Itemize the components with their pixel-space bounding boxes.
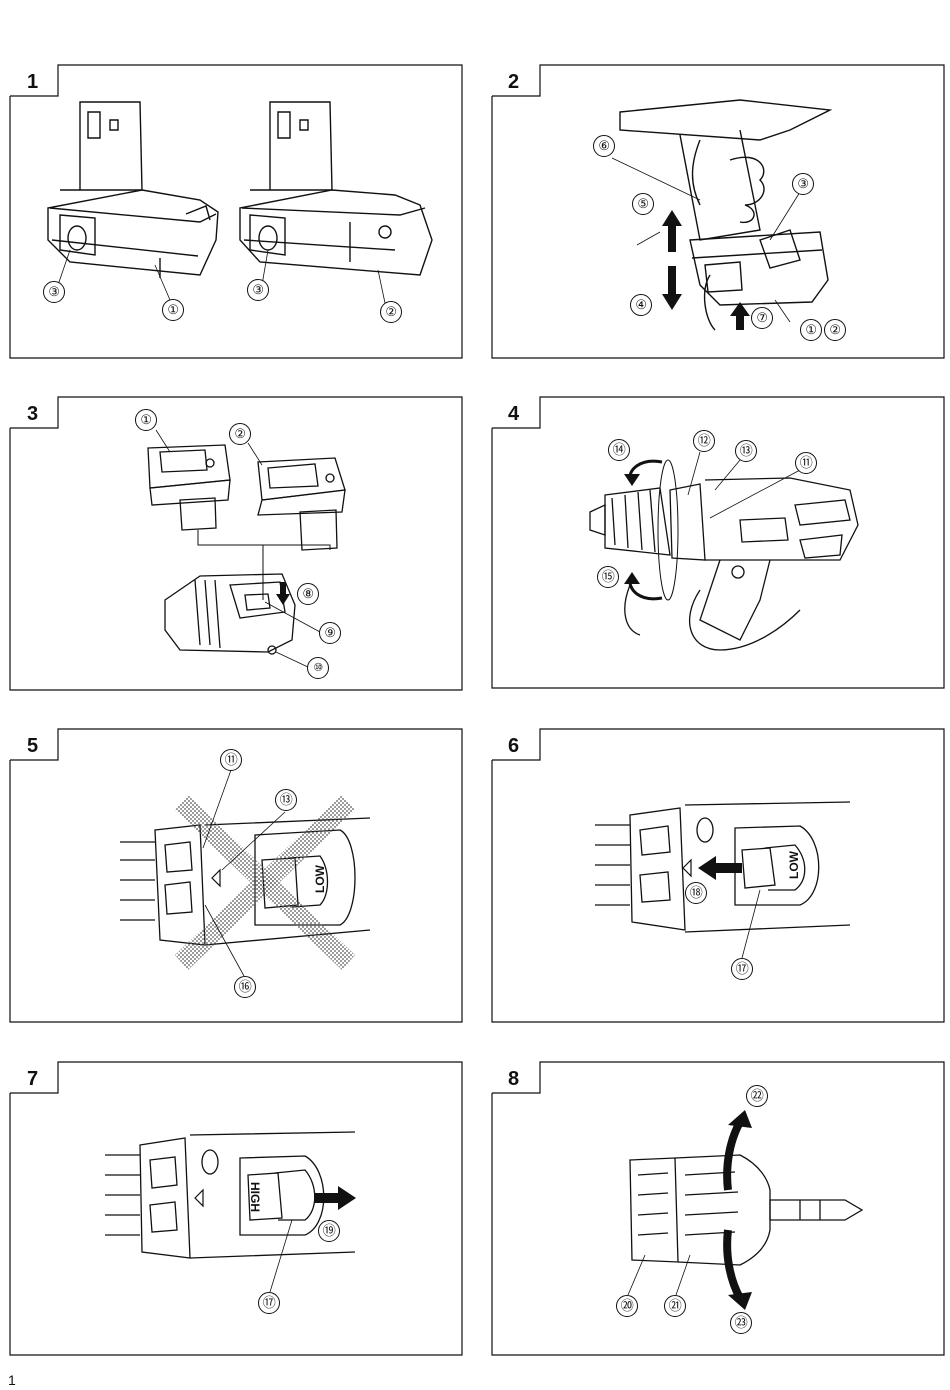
callout-label: ⑳: [616, 1295, 638, 1317]
callout-label: ⑯: [234, 976, 256, 998]
arrow-left-icon: [698, 856, 742, 880]
figure-number: 4: [508, 403, 520, 425]
battery-illustration: [257, 457, 346, 551]
drill-illustration: [595, 801, 851, 933]
callout-label: ⑩: [307, 657, 329, 679]
chuck-illustration: [629, 1154, 864, 1266]
arrow-down-icon: [662, 266, 682, 310]
callout-label: ⑪: [795, 452, 817, 474]
arrow-push-icon: [730, 302, 750, 330]
callout-label: ⑰: [258, 1292, 280, 1314]
figure-4-frame: [491, 396, 945, 689]
drill-illustration: [589, 477, 859, 651]
figure-number: 1: [27, 71, 39, 93]
prohibited-x-icon: [175, 795, 355, 970]
callout-label: ④: [630, 294, 652, 316]
arrow-down-icon: [276, 582, 290, 605]
callout-label: ⑰: [731, 958, 753, 980]
callout-label: ⑦: [751, 307, 773, 329]
charger-illustration: [164, 573, 296, 655]
battery-illustration: [147, 444, 231, 531]
callout-label: ⑤: [632, 193, 654, 215]
figure-number: 2: [508, 71, 520, 93]
figure-1-frame: [9, 64, 463, 359]
callout-label: ⑨: [319, 622, 341, 644]
page-number: 1: [8, 1372, 16, 1388]
callout-label: ⑬: [275, 789, 297, 811]
callout-label: ③: [247, 279, 269, 301]
callout-label: ⑬: [735, 440, 757, 462]
drill-illustration: [619, 99, 833, 331]
figure-7-frame: [9, 1061, 463, 1356]
figure-6-frame: [491, 728, 945, 1023]
figure-number: 6: [508, 735, 520, 757]
callout-label: ⑲: [318, 1220, 340, 1242]
callout-label: ⑫: [693, 430, 715, 452]
callout-label: ⑮: [597, 566, 619, 588]
callout-label: ⑭: [608, 439, 630, 461]
figure-number: 7: [27, 1068, 39, 1090]
callout-label: ㉓: [730, 1312, 752, 1334]
figure-5-frame: [9, 728, 463, 1023]
battery-illustration: [239, 101, 433, 276]
callout-label: ②: [824, 319, 846, 341]
callout-label: ②: [229, 423, 251, 445]
callout-label: ①: [800, 319, 822, 341]
callout-label: ⑧: [297, 583, 319, 605]
callout-label: ⑱: [685, 882, 707, 904]
figure-3-frame: [9, 396, 463, 691]
callout-label: ①: [135, 409, 157, 431]
arrow-right-icon: [314, 1186, 356, 1210]
figure-number: 5: [27, 735, 39, 757]
callout-label: ⑥: [593, 135, 615, 157]
figure-number: 8: [508, 1068, 520, 1090]
callout-label: ③: [792, 173, 814, 195]
figure-number: 3: [27, 403, 39, 425]
callout-label: ①: [162, 299, 184, 321]
battery-illustration: [47, 101, 219, 278]
arrow-up-icon: [662, 210, 682, 252]
callout-label: ⑪: [220, 749, 242, 771]
callout-label: ㉑: [664, 1295, 686, 1317]
callout-label: ㉒: [746, 1085, 768, 1107]
drill-illustration: [105, 1131, 356, 1259]
callout-label: ②: [380, 301, 402, 323]
rotate-arrow-icon: [723, 1120, 744, 1300]
callout-label: ③: [43, 281, 65, 303]
figure-2-frame: [491, 64, 945, 359]
